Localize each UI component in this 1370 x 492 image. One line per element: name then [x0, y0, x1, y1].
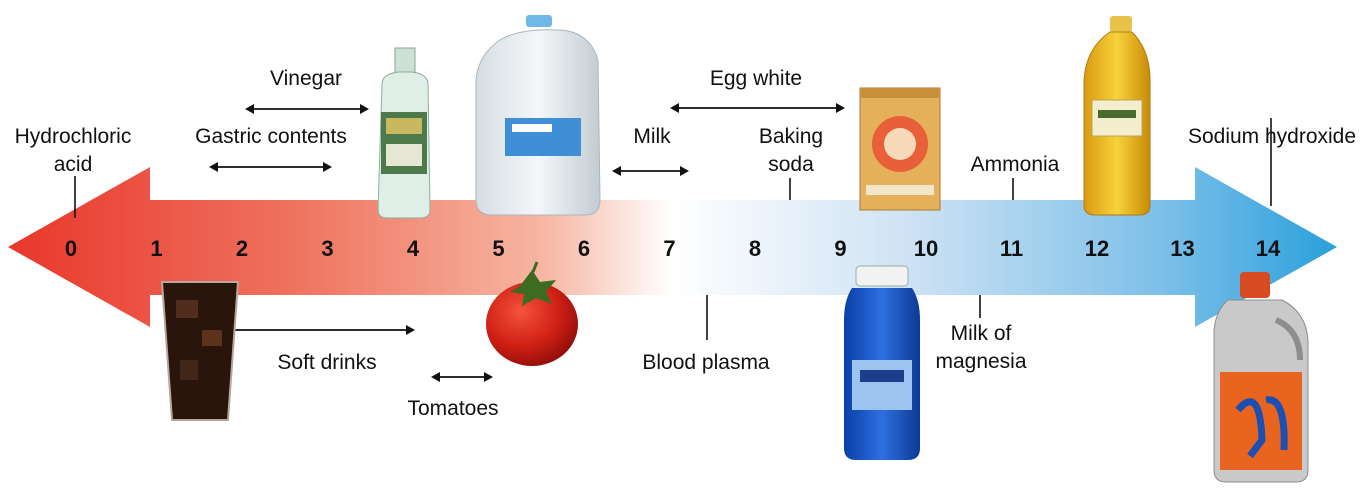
- vinegar-label: Vinegar: [270, 67, 342, 90]
- milk-jug-picture: [476, 15, 600, 215]
- hydrochloric-acid-label-line2: acid: [54, 153, 93, 176]
- soda-glass-picture: [162, 282, 238, 420]
- soft-drinks-label: Soft drinks: [277, 351, 376, 374]
- baking-soda-label-line1: Baking: [759, 125, 823, 148]
- ph-tick-6: 6: [578, 236, 590, 261]
- ph-tick-9: 9: [834, 236, 846, 261]
- ph-tick-labels: 01234567891011121314: [65, 236, 1281, 261]
- tomatoes-label: Tomatoes: [407, 397, 498, 420]
- blood-plasma-label: Blood plasma: [642, 351, 770, 374]
- vinegar-bottle-picture: [378, 48, 430, 218]
- egg-white-label: Egg white: [710, 67, 802, 90]
- ph-tick-3: 3: [321, 236, 333, 261]
- ph-tick-2: 2: [236, 236, 248, 261]
- ph-tick-5: 5: [492, 236, 504, 261]
- milk-of-magnesia-bottle-picture: [844, 266, 920, 460]
- ph-tick-8: 8: [749, 236, 761, 261]
- hydrochloric-acid-label-line1: Hydrochloric: [15, 125, 132, 148]
- milk-of-magnesia-label-line2: magnesia: [935, 350, 1026, 373]
- ammonia-bottle-picture: [1084, 16, 1150, 215]
- ph-tick-4: 4: [407, 236, 420, 261]
- drain-cleaner-jug-picture: [1214, 272, 1308, 482]
- ammonia-label: Ammonia: [971, 153, 1060, 176]
- baking-soda-box-picture: [860, 88, 940, 210]
- milk-label: Milk: [633, 125, 671, 148]
- ph-tick-14: 14: [1256, 236, 1281, 261]
- ph-tick-11: 11: [1000, 236, 1023, 261]
- baking-soda-label-line2: soda: [768, 153, 814, 176]
- ph-tick-1: 1: [150, 236, 162, 261]
- gastric-contents-label: Gastric contents: [195, 125, 347, 148]
- ph-tick-10: 10: [914, 236, 938, 261]
- ph-tick-13: 13: [1170, 236, 1194, 261]
- milk-of-magnesia-label-line1: Milk of: [951, 322, 1012, 345]
- ph-tick-7: 7: [663, 236, 675, 261]
- ph-tick-12: 12: [1085, 236, 1109, 261]
- ph-tick-0: 0: [65, 236, 77, 261]
- sodium-hydroxide-label: Sodium hydroxide: [1188, 125, 1356, 148]
